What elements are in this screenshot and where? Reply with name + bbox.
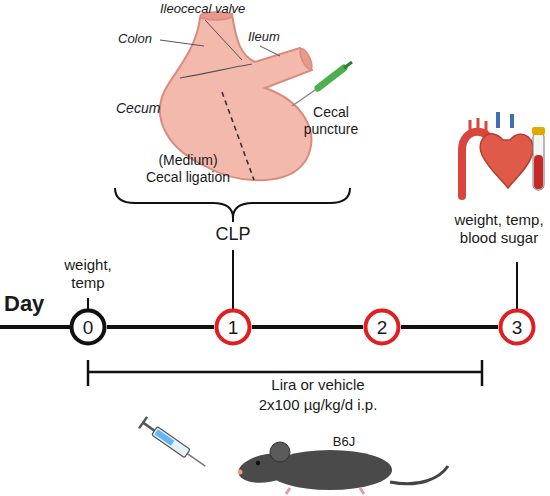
tick-line <box>232 250 234 309</box>
day-circle: 2 <box>363 308 401 346</box>
day-number: 3 <box>498 308 536 346</box>
annotation-label: Ileocecal valve <box>160 1 270 17</box>
ileum-opening <box>298 47 315 70</box>
leader-line <box>205 20 242 60</box>
day-number: 0 <box>69 308 107 346</box>
syringe-liquid <box>154 429 174 445</box>
mouse-tail <box>390 466 448 484</box>
day-number: 1 <box>214 308 252 346</box>
mouse-head <box>236 449 300 487</box>
day-circle: 1 <box>214 308 252 346</box>
annotation-label: weight, temp, blood sugar <box>446 211 550 248</box>
brace <box>115 188 350 218</box>
day-circle: 3 <box>498 308 536 346</box>
ileocecal-boundary <box>180 64 252 78</box>
ligation-line <box>222 92 254 180</box>
tick-line <box>516 262 518 309</box>
annotation-label: B6J <box>322 434 366 450</box>
needle <box>292 88 318 106</box>
tick-line <box>232 218 234 222</box>
tick-line <box>87 298 89 309</box>
day-circle: 0 <box>69 308 107 346</box>
leader-line <box>160 40 204 46</box>
annotation-label: 2x100 µg/kg/d i.p. <box>218 396 418 414</box>
annotation-label: (Medium) Cecal ligation <box>140 152 236 186</box>
syringe-plunger <box>143 423 154 431</box>
annotation-label: weight, temp <box>57 256 119 293</box>
aorta-branches <box>470 118 486 134</box>
mouse-icon <box>236 442 448 494</box>
annotation-label: Cecal puncture <box>296 104 366 138</box>
tube-cap <box>532 127 545 135</box>
heart-vessels <box>498 112 512 128</box>
timeline-segment <box>401 325 498 329</box>
mouse-ear <box>270 442 290 462</box>
syringe-plunger <box>344 62 352 68</box>
timeline-axis <box>0 325 70 329</box>
mouse-nose <box>238 470 243 475</box>
blood-fill <box>534 155 543 189</box>
timeline-segment <box>252 325 363 329</box>
syringe-needle <box>187 454 205 467</box>
blood-tube <box>533 132 544 190</box>
syringe-barrel <box>318 68 344 88</box>
timeline-segment <box>107 325 214 329</box>
mouse-feet <box>286 488 364 494</box>
syringe-body <box>152 427 191 458</box>
heart-icon <box>480 134 533 188</box>
annotation-label: Day <box>4 291 64 318</box>
annotation-label: CLP <box>200 224 266 246</box>
leader-line <box>260 46 280 56</box>
syringe-icon <box>139 417 209 472</box>
annotation-label: Colon <box>118 31 168 47</box>
annotation-label: Ileum <box>248 29 298 45</box>
mouse-eye <box>256 461 260 465</box>
annotation-label: Lira or vehicle <box>238 376 398 394</box>
syringe-grip <box>139 417 147 428</box>
annotation-label: Cecum <box>116 100 168 117</box>
day-number: 2 <box>363 308 401 346</box>
